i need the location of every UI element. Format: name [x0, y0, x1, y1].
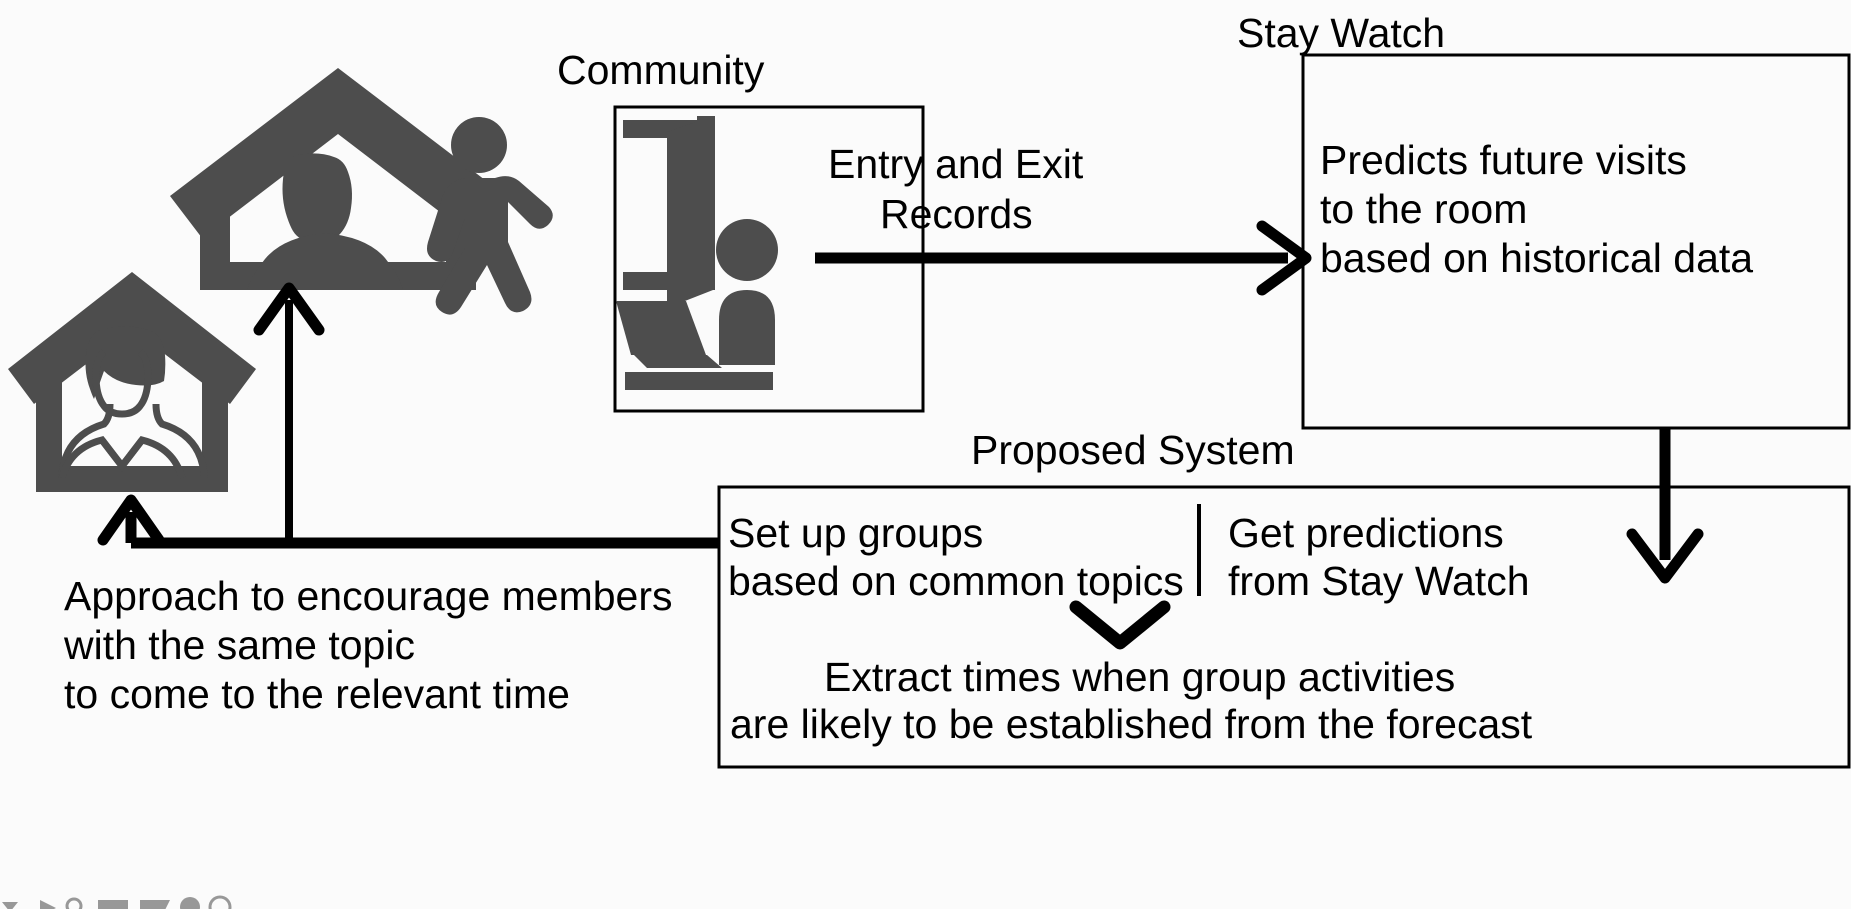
- arrow-up-icon: [253, 282, 325, 336]
- house-with-person-icon: [170, 68, 506, 290]
- stay-watch-line2: to the room: [1320, 186, 1528, 232]
- approach-note-line3: to come to the relevant time: [64, 671, 570, 717]
- proposed-bottom-line2: are likely to be established from the fo…: [730, 701, 1533, 747]
- person-at-laptop-icon: [616, 219, 778, 390]
- stay-watch-line1: Predicts future visits: [1320, 137, 1687, 183]
- proposed-right-line1: Get predictions: [1228, 510, 1504, 556]
- entry-exit-label-line1: Entry and Exit: [828, 141, 1084, 187]
- proposed-right-line2: from Stay Watch: [1228, 558, 1530, 604]
- community-label: Community: [557, 47, 765, 93]
- bottom-toolbar-icons: [2, 895, 232, 909]
- stay-watch-label: Stay Watch: [1237, 10, 1446, 56]
- proposed-bottom-line1: Extract times when group activities: [824, 654, 1456, 700]
- arrow-up-icon: [97, 494, 165, 546]
- proposed-left-line1: Set up groups: [728, 510, 984, 556]
- stay-watch-line3: based on historical data: [1320, 235, 1754, 281]
- proposed-left-line2: based on common topics: [728, 558, 1184, 604]
- house-with-person-outline-icon: [8, 272, 256, 492]
- feedback-connector: [97, 282, 719, 549]
- proposed-system-label: Proposed System: [971, 427, 1295, 473]
- approach-note-line2: with the same topic: [64, 622, 415, 668]
- walking-person-icon: [427, 117, 553, 315]
- entry-exit-label-line2: Records: [880, 191, 1033, 237]
- open-door-icon: [623, 116, 715, 308]
- arrow-down-icon: [1626, 428, 1704, 584]
- chevron-down-icon: [1069, 600, 1171, 650]
- approach-note-line1: Approach to encourage members: [64, 573, 673, 619]
